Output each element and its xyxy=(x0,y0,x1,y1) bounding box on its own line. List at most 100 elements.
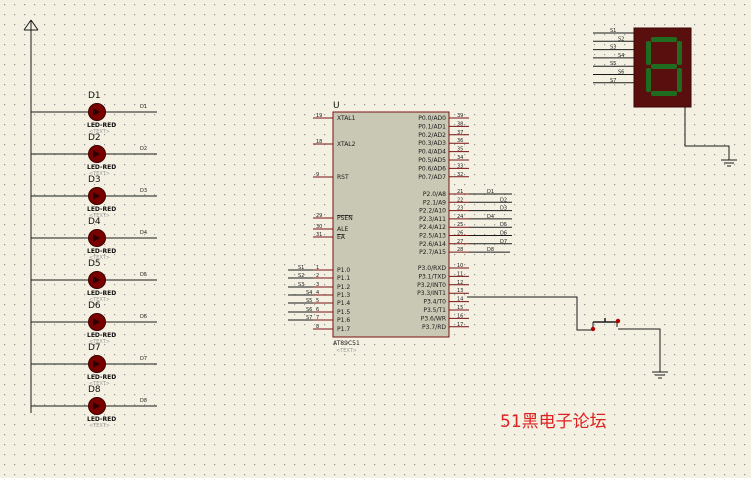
p2-net-d8: D8 xyxy=(469,247,510,253)
pin-number: 8 xyxy=(316,324,319,330)
led-reference: D2 xyxy=(88,133,101,143)
pin-number: 21 xyxy=(457,189,463,195)
led-model: LED-RED xyxy=(87,416,116,423)
led-ghost-text: <TEXT> xyxy=(89,381,110,387)
pin-number: 9 xyxy=(316,172,319,178)
pin-number: 5 xyxy=(316,298,319,304)
pin-name: P3.7/RD xyxy=(422,324,446,331)
led-net-label: D1 xyxy=(140,104,147,110)
chip-pin-25: 25 P2.4/A12 xyxy=(419,222,469,231)
chip-reference: U xyxy=(333,101,340,111)
led-model: LED-RED xyxy=(87,206,116,213)
net-label: S5 xyxy=(306,298,312,304)
led-reference: D7 xyxy=(88,343,101,353)
seven-segment-common-wire xyxy=(684,107,730,160)
pin-number: 17 xyxy=(457,322,463,328)
power-rail[interactable] xyxy=(23,19,39,413)
pin-number: 2 xyxy=(316,273,319,279)
segment-pin-s7: S7 xyxy=(593,78,634,84)
push-button[interactable] xyxy=(467,296,668,379)
pin-name: P1.1 xyxy=(337,275,350,282)
segment-e xyxy=(677,41,682,65)
p2-net-d1: D1 xyxy=(469,189,512,195)
pin-name: P1.4 xyxy=(337,300,350,307)
segment-pin-s5: S5 xyxy=(593,61,634,67)
net-label: S3 xyxy=(298,282,304,288)
led-net-label: D3 xyxy=(140,188,147,194)
chip-pin-11: 11 P3.1/TXD xyxy=(418,271,469,280)
button-terminal-right xyxy=(615,318,621,324)
led-net-label: D5 xyxy=(140,272,147,278)
chip-pin-19: 19 XTAL1 xyxy=(313,113,356,122)
net-label: S4 xyxy=(618,53,624,59)
led-reference: D1 xyxy=(88,91,101,101)
pin-name: P2.4/A12 xyxy=(419,224,446,231)
pin-name: P3.3/INT1 xyxy=(417,290,446,297)
segment-f xyxy=(646,68,651,92)
pin-number: 11 xyxy=(457,271,463,277)
pin-number: 14 xyxy=(457,297,463,303)
pin-number: 3 xyxy=(316,282,319,288)
pin-number: 6 xyxy=(316,307,319,313)
pin-number: 27 xyxy=(457,239,463,245)
pin-name: P1.0 xyxy=(337,267,350,274)
pin-number: 25 xyxy=(457,222,463,228)
button-ground-wire xyxy=(618,328,661,372)
led-model: LED-RED xyxy=(87,122,116,129)
led-ghost-text: <TEXT> xyxy=(89,255,110,261)
led-net-label: D4 xyxy=(140,230,147,236)
pin-number: 19 xyxy=(316,113,322,119)
chip-pin-5: 5 P1.4 xyxy=(313,298,350,307)
net-label: D5 xyxy=(500,222,507,228)
pin-name: P1.2 xyxy=(337,284,350,291)
net-label: D8 xyxy=(487,247,494,253)
led-reference: D3 xyxy=(88,175,101,185)
pin-name: P0.0/AD0 xyxy=(418,115,446,122)
pin-name: P3.5/T1 xyxy=(423,307,446,314)
pin-name: P1.3 xyxy=(337,292,350,299)
chip-body xyxy=(332,111,450,338)
pin-name: P3.1/TXD xyxy=(418,273,446,280)
pin-number: 4 xyxy=(316,290,319,296)
pin-name: P1.6 xyxy=(337,317,350,324)
led-ghost-text: <TEXT> xyxy=(89,213,110,219)
pin-name: XTAL1 xyxy=(337,115,356,122)
pin-name: P2.5/A13 xyxy=(419,233,446,240)
pin-name: P2.3/A11 xyxy=(419,216,446,223)
chip-pin-21: 21 P2.0/A8 xyxy=(423,189,469,198)
pin-name: P2.0/A8 xyxy=(423,191,446,198)
net-label: S1 xyxy=(298,265,304,271)
net-label: S7 xyxy=(306,315,312,321)
led-net-label: D7 xyxy=(140,356,147,362)
pin-name: EA xyxy=(337,234,346,241)
segment-pin-s2: S2 xyxy=(593,36,634,42)
led-model: LED-RED xyxy=(87,332,116,339)
led-reference: D4 xyxy=(88,217,101,227)
seven-segment-digit xyxy=(646,37,682,96)
p2-net-d6: D6 xyxy=(469,231,512,237)
net-label: D4 xyxy=(487,214,494,220)
